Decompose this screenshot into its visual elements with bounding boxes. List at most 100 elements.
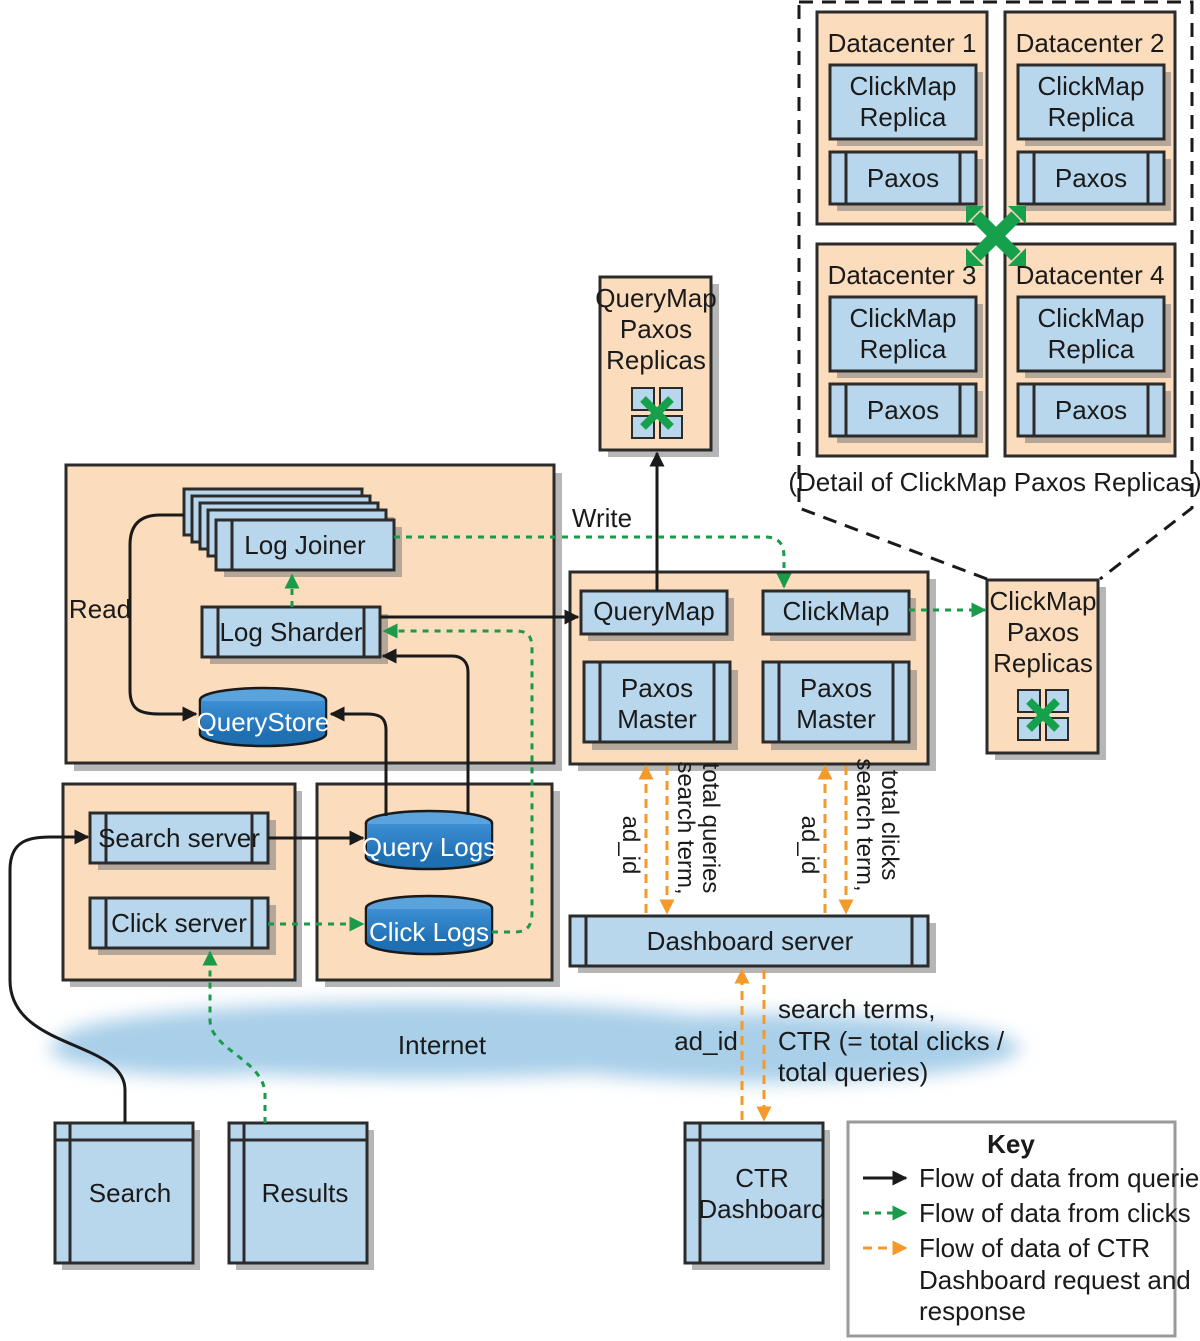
- paxos-box: [828, 382, 978, 438]
- flow-label-ad-id-2: ad_id: [796, 816, 823, 875]
- search-server: Search server: [88, 811, 276, 870]
- flow-label-2-line2: total clicks: [876, 770, 903, 881]
- internet-label: Internet: [398, 1030, 487, 1060]
- dashboard-response-line3: total queries): [778, 1057, 928, 1087]
- ctr-flow-lines: [638, 764, 854, 1122]
- legend-item-clicks: Flow of data from clicks: [863, 1198, 1191, 1228]
- querymap-label: QueryMap: [593, 596, 714, 626]
- clickmap-replica-line1: ClickMap: [1038, 303, 1145, 333]
- legend-item-clicks-label: Flow of data from clicks: [919, 1198, 1191, 1228]
- paxos-cluster-icon: [1017, 689, 1069, 741]
- clickmap-label: ClickMap: [783, 596, 890, 626]
- paxos-cross-icon: [966, 206, 1026, 266]
- clickmap-replica-line1: ClickMap: [850, 303, 957, 333]
- paxos-label: Paxos: [1055, 163, 1127, 193]
- click-flow-lines: [202, 535, 987, 1123]
- paxos-master-2-line2: Master: [796, 704, 876, 734]
- clickmap-replica-box: [828, 63, 978, 141]
- clickmap-replica-line2: Replica: [1048, 334, 1135, 364]
- paxos-box: [1016, 150, 1166, 206]
- click-server-label: Click server: [111, 908, 247, 938]
- results-client-label: Results: [262, 1178, 349, 1208]
- log-sharder: Log Sharder: [200, 605, 388, 664]
- legend-title: Key: [987, 1129, 1035, 1159]
- results-client: Results: [227, 1121, 374, 1270]
- legend-item-ctr: Flow of data of CTR Dashboard request an…: [863, 1233, 1191, 1326]
- clickmap-replica-box: [1016, 63, 1166, 141]
- read-label: Read: [69, 594, 131, 624]
- clickmap-replica-line2: Replica: [1048, 102, 1135, 132]
- paxos-label: Paxos: [1055, 395, 1127, 425]
- detail-caption: (Detail of ClickMap Paxos Replicas): [788, 467, 1200, 497]
- search-client: Search: [53, 1121, 200, 1270]
- query-flow-lines: [8, 451, 665, 1123]
- querymap-paxos-replicas: QueryMap Paxos Replicas: [595, 275, 719, 457]
- flow-label-2-line1: search term,: [851, 758, 878, 891]
- querymap-replicas-line3: Replicas: [606, 345, 706, 375]
- dashboard-server-label: Dashboard server: [647, 926, 854, 956]
- log-sharder-label: Log Sharder: [219, 617, 362, 647]
- paxos-label: Paxos: [867, 163, 939, 193]
- querymap-replicas-line1: QueryMap: [595, 283, 716, 313]
- click-logs-label: Click Logs: [369, 917, 489, 947]
- query-logs-database: Query Logs: [362, 809, 496, 871]
- click-logs-database: Click Logs: [364, 894, 494, 956]
- flow-label-1-line1: search term,: [672, 761, 699, 894]
- clickmap-paxos-replicas: ClickMap Paxos Replicas: [985, 578, 1106, 760]
- click-server: Click server: [88, 896, 276, 955]
- legend-item-queries: Flow of data from queries: [863, 1163, 1200, 1193]
- paxos-cluster-icon: [631, 387, 683, 439]
- datacenter-4-title: Datacenter 4: [1016, 260, 1165, 290]
- clickmap-replica-line2: Replica: [860, 102, 947, 132]
- legend: Key Flow of data from queries Flow of da…: [846, 1120, 1200, 1338]
- log-joiner-box: [214, 518, 396, 572]
- ctr-dashboard-line2: Dashboard: [698, 1194, 825, 1224]
- flow-label-1-line2: total queries: [697, 763, 724, 894]
- dashboard-response-line2: CTR (= total clicks /: [778, 1026, 1005, 1056]
- clickmap-replicas-line1: ClickMap: [990, 586, 1097, 616]
- paxos-box: [1016, 382, 1166, 438]
- querystore-database: QueryStore: [197, 686, 330, 748]
- clickmap-replica-line1: ClickMap: [1038, 71, 1145, 101]
- paxos-master-1-line2: Master: [617, 704, 697, 734]
- dashboard-server: Dashboard server: [568, 914, 936, 973]
- log-joiner-label: Log Joiner: [244, 530, 366, 560]
- querystore-label: QueryStore: [197, 707, 330, 737]
- querymap-replicas-line2: Paxos: [620, 314, 692, 344]
- clickmap-replicas-line3: Replicas: [993, 648, 1093, 678]
- legend-item-queries-label: Flow of data from queries: [919, 1163, 1200, 1193]
- clickmap-replica-box: [1016, 295, 1166, 373]
- clickmap-replica-line2: Replica: [860, 334, 947, 364]
- legend-item-ctr-line2: Dashboard request and: [919, 1265, 1191, 1295]
- clickmap-replica-box: [828, 295, 978, 373]
- query-logs-label: Query Logs: [362, 832, 496, 862]
- datacenter-2-title: Datacenter 2: [1016, 28, 1165, 58]
- paxos-master-1-line1: Paxos: [621, 673, 693, 703]
- datacenter-3-title: Datacenter 3: [828, 260, 977, 290]
- dashboard-ad-id-label: ad_id: [674, 1026, 738, 1056]
- querymap: QueryMap: [579, 589, 734, 641]
- dashboard-response-line1: search terms,: [778, 994, 936, 1024]
- paxos-master-clickmap: Paxos Master: [761, 660, 917, 750]
- flow-label-ad-id-1: ad_id: [617, 816, 644, 875]
- search-client-label: Search: [89, 1178, 171, 1208]
- search-server-label: Search server: [98, 823, 260, 853]
- paxos-label: Paxos: [867, 395, 939, 425]
- paxos-master-2-line1: Paxos: [800, 673, 872, 703]
- paxos-master-querymap: Paxos Master: [582, 660, 738, 750]
- legend-item-ctr-line3: response: [919, 1296, 1026, 1326]
- log-joiner-stack: Log Joiner: [182, 487, 402, 577]
- clickmap-replicas-line2: Paxos: [1007, 617, 1079, 647]
- legend-item-ctr-line1: Flow of data of CTR: [919, 1233, 1150, 1263]
- datacenter-grid: Datacenter 1ClickMapReplicaPaxosDatacent…: [815, 10, 1177, 458]
- ctr-dashboard-line1: CTR: [735, 1163, 788, 1193]
- clickmap: ClickMap: [761, 589, 916, 641]
- datacenter-1-title: Datacenter 1: [828, 28, 977, 58]
- clickmap-detail-callout: [797, 0, 1194, 581]
- clickmap-replica-line1: ClickMap: [850, 71, 957, 101]
